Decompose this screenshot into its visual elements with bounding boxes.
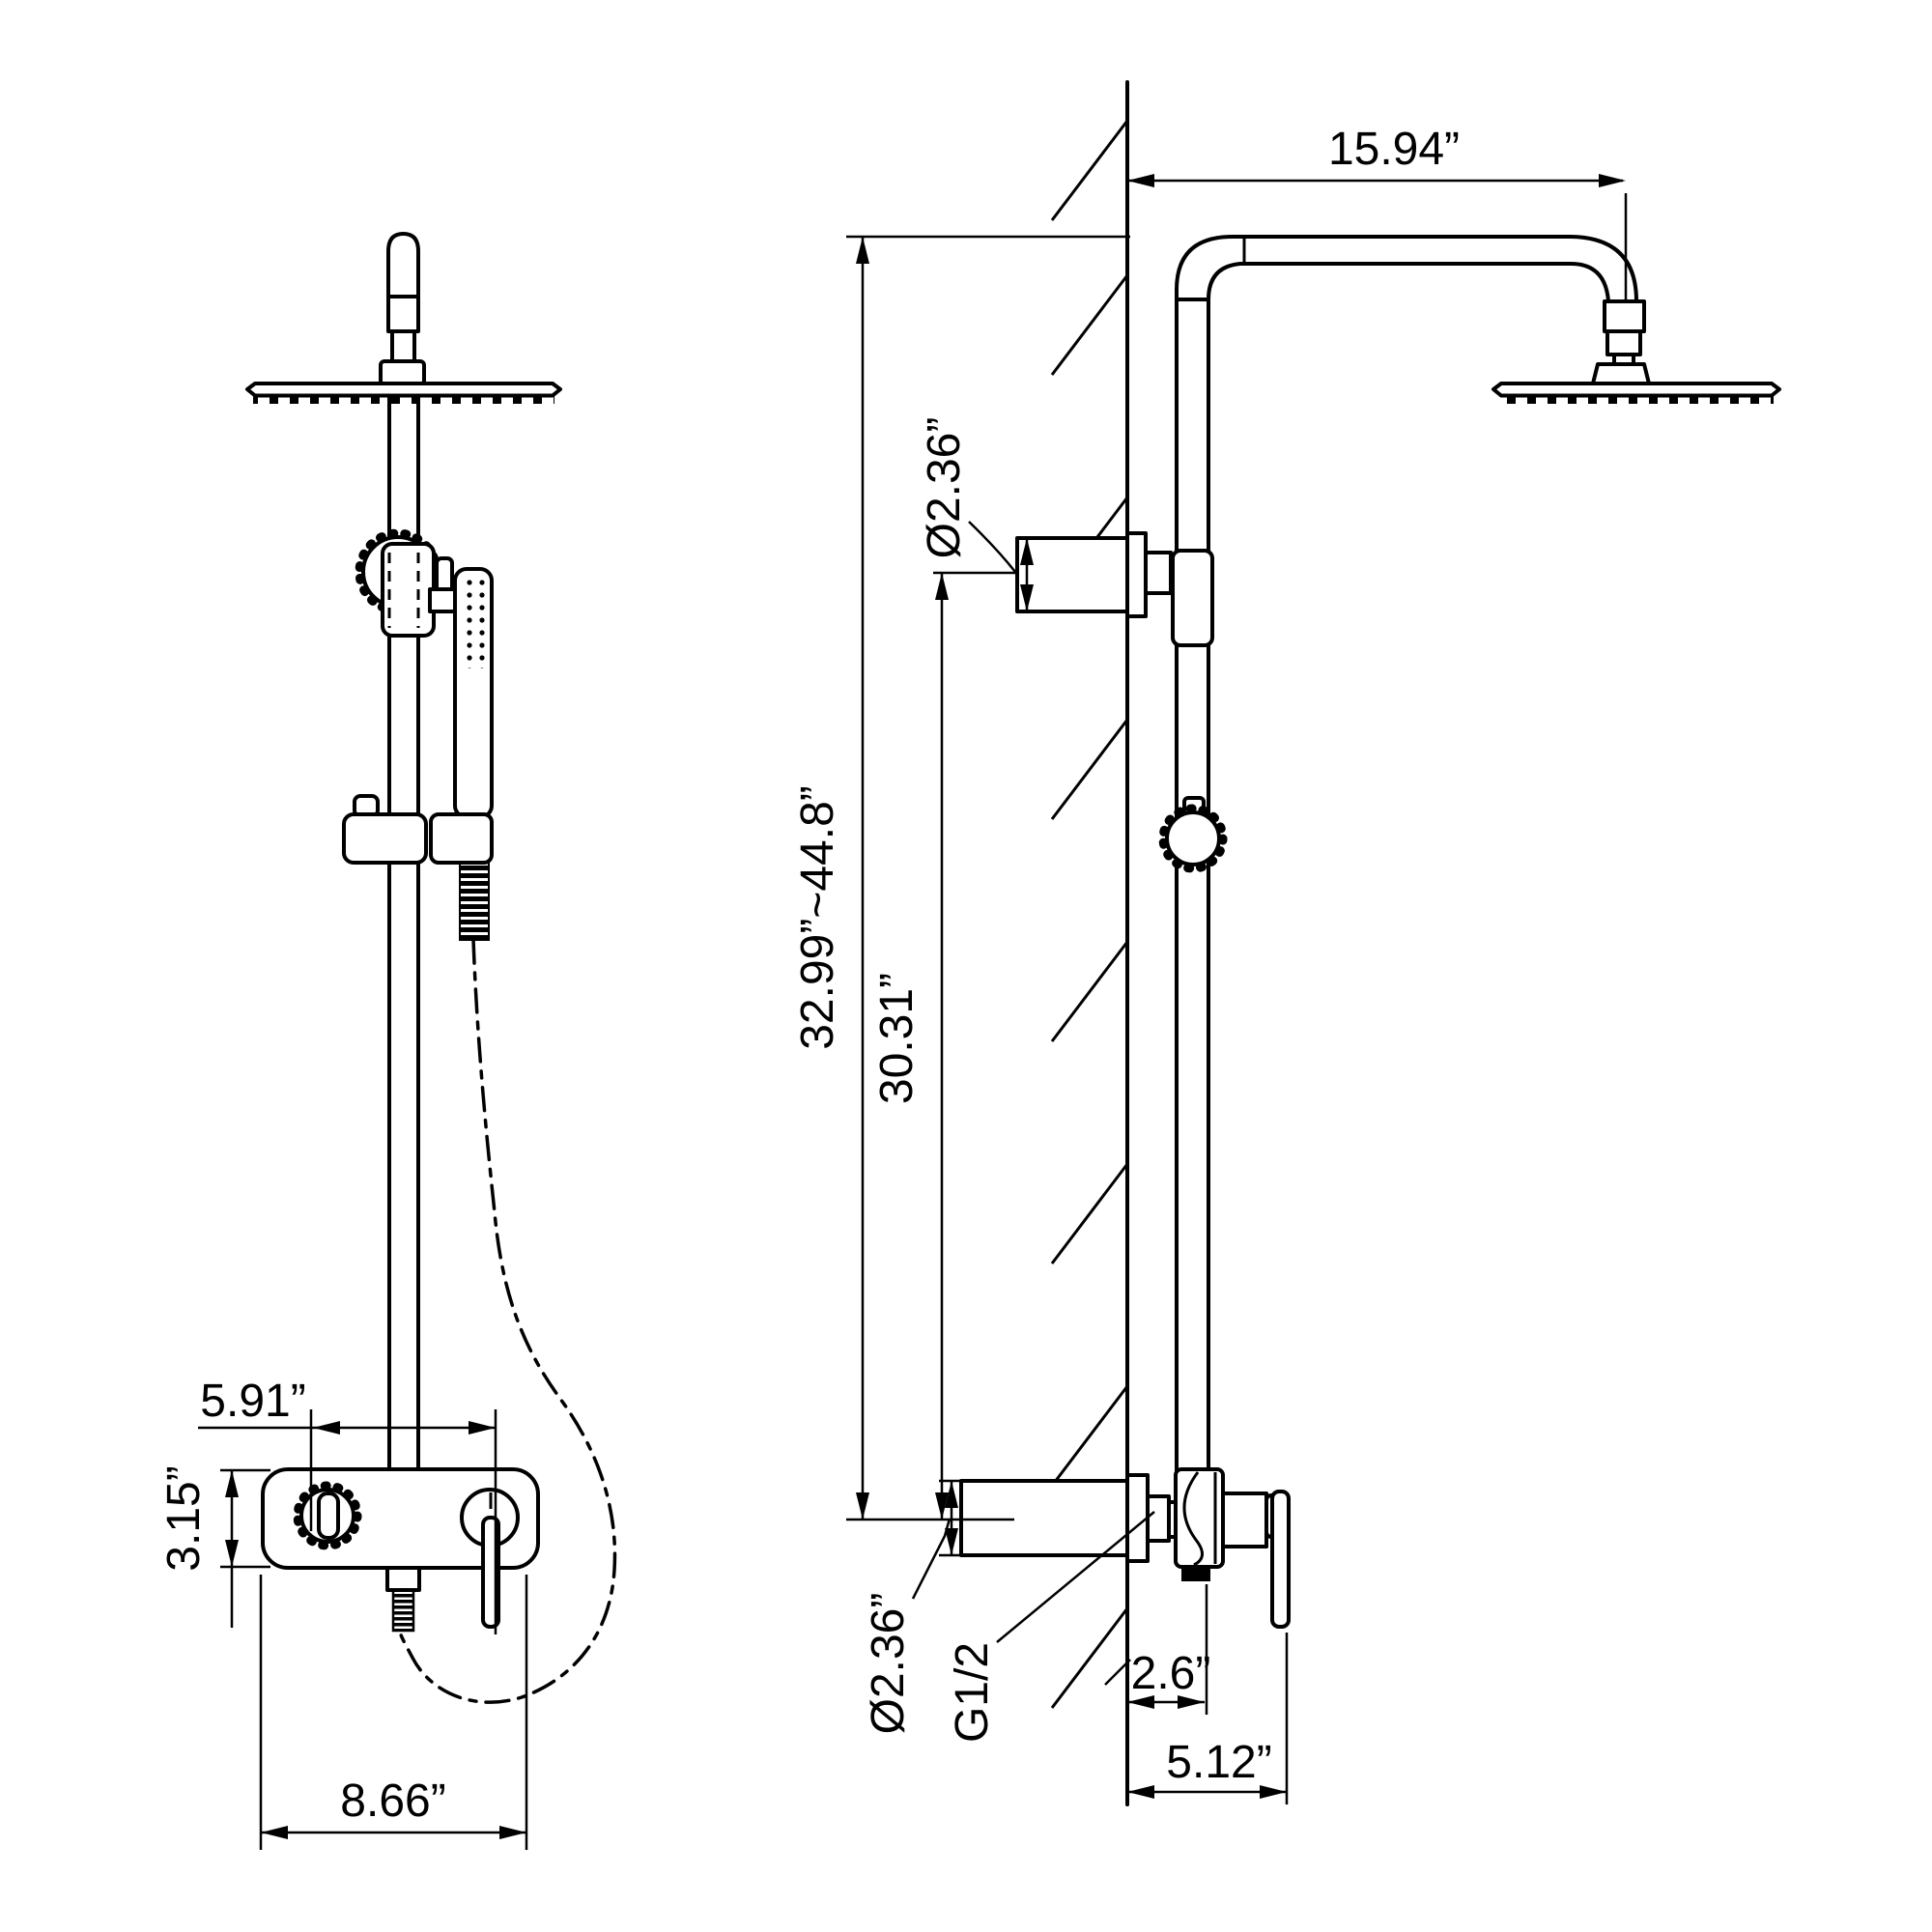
rain-shower-head-front bbox=[245, 382, 562, 404]
mount-sleeve bbox=[1171, 549, 1214, 647]
diverter-knurled-ring bbox=[293, 1481, 362, 1550]
mount-flange bbox=[1125, 531, 1148, 618]
rain-shower-head-side bbox=[1492, 382, 1781, 404]
inlet-flange bbox=[1125, 1473, 1150, 1563]
handle-lever-side bbox=[1270, 1490, 1291, 1629]
wall-hatching bbox=[1050, 120, 1129, 1709]
spray-nozzles-side bbox=[1499, 395, 1774, 404]
dim-bar-height: 30.31” bbox=[846, 571, 1015, 1521]
spray-nozzles-front bbox=[253, 395, 554, 404]
front-view bbox=[245, 232, 617, 1704]
union-nut bbox=[1146, 1494, 1171, 1543]
mount-cylinder bbox=[1015, 536, 1129, 613]
bracket-left-block bbox=[342, 812, 428, 865]
valve-body-contour bbox=[1182, 1471, 1204, 1567]
dim-label-bar-height: 30.31” bbox=[871, 973, 923, 1104]
dim-wall-to-riser: 2.6” bbox=[1104, 1584, 1211, 1715]
dim-upper-mount-diameter: Ø2.36” bbox=[919, 417, 1034, 611]
handle-hub-side bbox=[1221, 1492, 1268, 1548]
dim-arm-reach: 15.94” bbox=[1127, 124, 1628, 301]
hose-spring-guard bbox=[459, 862, 490, 941]
dim-label-wall-to-handle: 5.12” bbox=[1166, 1737, 1271, 1788]
riser-top-front bbox=[379, 232, 426, 386]
shower-hose bbox=[398, 862, 617, 1704]
hose-dashed-path bbox=[398, 938, 617, 1704]
dim-valve-height: 3.15” bbox=[158, 1465, 270, 1628]
knob-face bbox=[1165, 810, 1221, 867]
outlet-collar bbox=[385, 1566, 421, 1592]
dim-inlet-thread: G1/2 bbox=[947, 1511, 1155, 1743]
dim-label-upper-mount-diameter: Ø2.36” bbox=[919, 417, 970, 559]
dim-control-spacing: 5.91” bbox=[198, 1376, 497, 1634]
wall-mount-side bbox=[1015, 531, 1214, 647]
dim-label-arm-reach: 15.94” bbox=[1328, 124, 1460, 175]
dim-inlet-diameter: Ø2.36” bbox=[863, 1479, 963, 1735]
mixer-valve-side bbox=[959, 1467, 1291, 1629]
dimension-annotations: 15.94” 32.99”~44.8” 30.31” Ø2.36” bbox=[158, 124, 1628, 1850]
slider-bracket-front bbox=[342, 794, 494, 865]
bracket-wand-holder bbox=[429, 812, 494, 865]
dim-label-wall-to-riser: 2.6” bbox=[1131, 1648, 1211, 1699]
shower-arm-side bbox=[1175, 235, 1638, 303]
mixer-valve-front bbox=[261, 1467, 540, 1633]
dim-wall-to-handle: 5.12” bbox=[1127, 1633, 1289, 1804]
mount-nub bbox=[1144, 551, 1173, 595]
hand-shower-front bbox=[453, 567, 494, 819]
head-connector-side bbox=[1591, 299, 1651, 385]
riser-pipe-side bbox=[1175, 294, 1210, 1476]
outlet-port-side bbox=[1181, 1567, 1210, 1581]
dim-label-valve-width: 8.66” bbox=[340, 1776, 445, 1827]
slider-knob-side bbox=[1158, 796, 1228, 873]
dim-label-inlet-diameter: Ø2.36” bbox=[863, 1593, 914, 1735]
dim-height-range: 32.99”~44.8” bbox=[792, 235, 1130, 1520]
dim-valve-width: 8.66” bbox=[259, 1575, 528, 1850]
knurled-ring bbox=[1158, 804, 1228, 873]
dim-label-control-spacing: 5.91” bbox=[200, 1376, 305, 1427]
dim-label-height-range: 32.99”~44.8” bbox=[792, 785, 843, 1050]
hand-shower-spray-face bbox=[461, 577, 486, 668]
inlet-union-cylinder bbox=[959, 1479, 1129, 1557]
outlet-threaded-stem bbox=[391, 1588, 415, 1633]
side-view bbox=[959, 235, 1781, 1629]
dim-label-inlet-thread: G1/2 bbox=[947, 1642, 998, 1743]
diverter-slot bbox=[317, 1492, 340, 1540]
dim-label-valve-height: 3.15” bbox=[158, 1465, 210, 1571]
